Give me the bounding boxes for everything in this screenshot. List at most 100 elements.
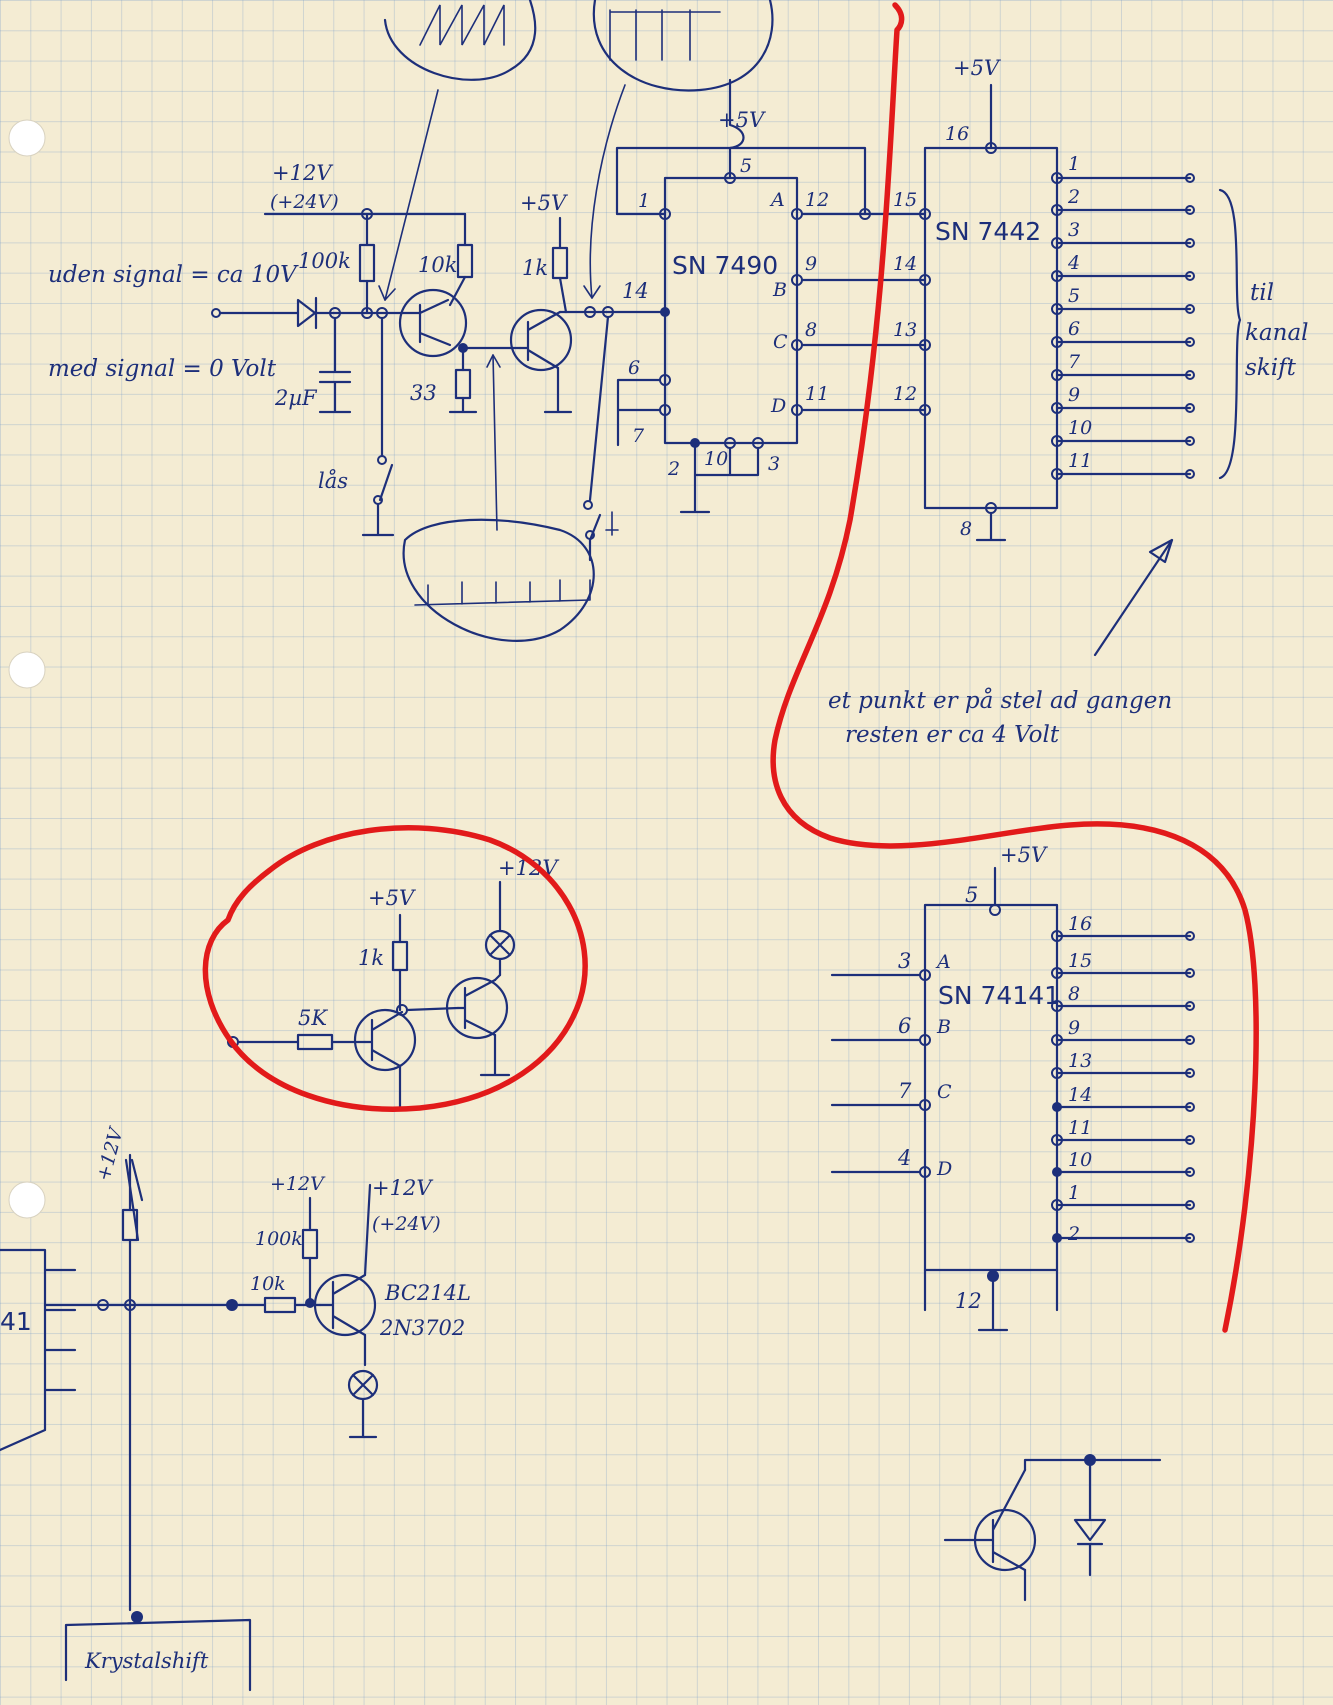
svg-text:B: B [936,1016,951,1038]
decoder-chip-sn74141: SN 74141 +5V 5 12 3 6 7 4 A B C D 16 [830,843,1195,1332]
svg-text:2: 2 [1067,1223,1080,1245]
svg-text:13: 13 [1068,1050,1092,1072]
second-decoder-name: SN 74141 [938,981,1060,1010]
lamp-label-1k: 1k [358,946,384,970]
svg-text:7: 7 [898,1079,912,1103]
svg-text:4: 4 [897,1146,911,1170]
transistor-1: 33 [398,288,522,414]
brace-note-3: skift [1245,355,1297,381]
svg-text:8: 8 [1068,983,1080,1005]
second-decoder-pin-vcc: 5 [965,883,978,907]
counter-chip-name: SN 7490 [672,251,778,280]
oscilloscope-bubble-sawtooth [378,0,537,301]
note-line-2: resten er ca 4 Volt [845,722,1060,748]
svg-text:11: 11 [805,383,829,405]
red-marker-annotations [202,2,1259,1333]
label-node-14: 14 [622,279,649,303]
transistor-2 [509,308,573,414]
decoder-chip-sn7442: SN 7442 +5V 16 8 15 14 13 12 [893,56,1309,542]
svg-text:1: 1 [1068,1182,1080,1204]
capacitor-2uf: 2µF [274,316,352,414]
crystal-label-12v-100k: +12V [270,1173,326,1195]
label-5v-decoder: +5V [953,56,1001,80]
svg-text:6: 6 [898,1014,911,1038]
second-decoder-5v: +5V [1000,843,1048,867]
svg-text:8: 8 [805,319,817,341]
svg-text:10: 10 [704,448,728,470]
decoder-pin-gnd: 8 [960,518,972,540]
label-1k: 1k [522,256,548,280]
counter-chip-sn7490: SN 7490 +5V 5 1 A 12 B 9 C 8 D 11 6 7 [615,78,927,514]
svg-text:11: 11 [1068,450,1092,472]
svg-text:A: A [769,189,785,211]
counter-clock-line: 14 [564,279,667,562]
label-12v: +12V [272,161,333,185]
svg-text:12: 12 [805,189,829,211]
crystal-box-label: Krystalshift [84,1649,209,1673]
svg-text:15: 15 [893,189,917,211]
svg-text:A: A [935,951,951,973]
svg-text:13: 13 [893,319,917,341]
svg-text:2: 2 [667,458,680,480]
resistor-100k: 100k [298,212,376,315]
svg-text:6: 6 [1068,318,1080,340]
label-5v-transistor: +5V [520,191,568,215]
switch-las: lås [318,316,395,537]
red-ellipse [202,825,588,1112]
svg-text:9: 9 [805,253,817,275]
label-las: lås [318,469,348,493]
svg-text:6: 6 [628,357,640,379]
crystal-label-12v-right-alt: (+24V) [372,1213,441,1235]
svg-text:7: 7 [1068,351,1081,373]
svg-text:12: 12 [893,383,917,405]
svg-text:10: 10 [1068,1149,1092,1171]
edge-label: 41 [0,1307,32,1336]
svg-text:5: 5 [1068,285,1080,307]
decoder-pin-vcc: 16 [945,123,969,145]
svg-text:14: 14 [893,253,917,275]
svg-text:9: 9 [1068,384,1080,406]
second-decoder-pin-gnd: 12 [955,1289,982,1313]
svg-text:16: 16 [1068,913,1092,935]
svg-text:15: 15 [1068,950,1092,972]
svg-text:D: D [770,395,786,417]
binder-hole-bottom [8,1181,46,1219]
crystal-label-100k: 100k [255,1228,303,1250]
decoder-outputs: 1 2 3 4 5 6 7 9 10 11 [1051,153,1195,480]
svg-text:11: 11 [1068,1117,1092,1139]
svg-text:D: D [936,1158,952,1180]
label-10k: 10k [418,253,457,277]
svg-text:9: 9 [1068,1017,1080,1039]
crystal-shift-circuit: +12V 41 10k +12V 100k +12V (+24V) BC214L… [0,1124,471,1692]
svg-text:7: 7 [632,425,645,447]
crystal-label-2n3702: 2N3702 [379,1316,465,1340]
label-5v-counter: +5V [718,108,766,132]
svg-text:3: 3 [768,453,780,475]
crystal-label-bc214l: BC214L [384,1281,471,1305]
resistor-1k-collector: +5V 1k [520,191,569,314]
lamp-label-5v: +5V [368,886,416,910]
svg-text:1: 1 [1068,153,1080,175]
svg-text:C: C [937,1081,952,1103]
svg-text:14: 14 [1068,1084,1092,1106]
note-line-1: et punkt er på stel ad gangen [828,687,1172,714]
oscilloscope-bubble-pulses [583,0,774,299]
zener-transistor-fragment [943,1454,1162,1602]
label-100k: 100k [298,249,351,273]
output-brace [1218,188,1242,480]
input-line [211,296,422,330]
crystal-label-10k: 10k [250,1273,286,1295]
oscilloscope-bubble-clock [402,354,595,642]
crystal-label-12v-left: +12V [92,1124,128,1184]
svg-text:C: C [773,331,788,353]
svg-text:2: 2 [1067,186,1080,208]
lamp-driver: +5V 1k +12V 5K [227,856,559,1110]
binder-hole-middle [8,651,46,689]
svg-text:4: 4 [1067,252,1080,274]
note-arrow: et punkt er på stel ad gangen resten er … [828,538,1174,748]
supply-12v-rail: +12V (+24V) [263,161,467,220]
binder-hole-top [8,119,46,157]
label-33: 33 [410,381,437,405]
red-divider-line [770,2,1259,1333]
label-2uf: 2µF [274,386,318,410]
